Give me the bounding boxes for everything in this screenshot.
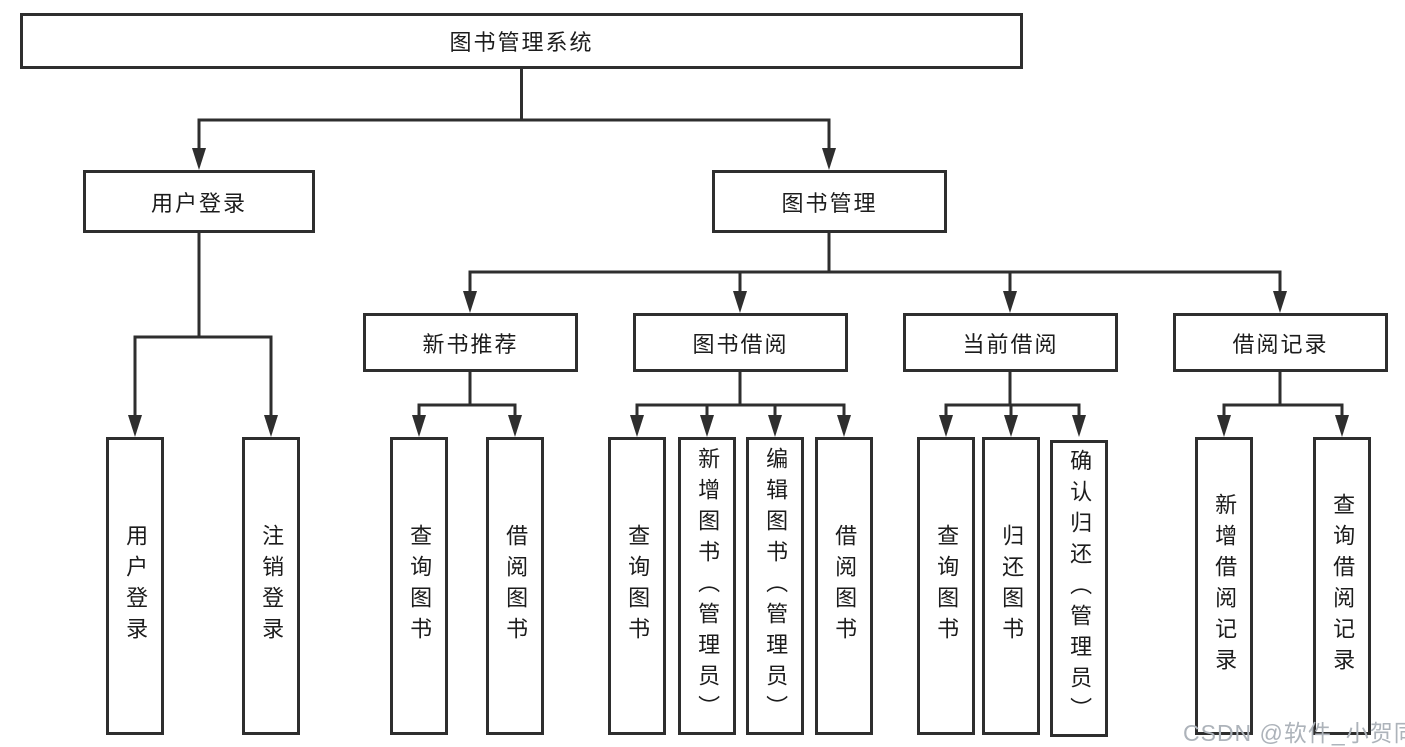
leaf-label: 编辑图书（管理员） <box>763 446 789 726</box>
arrow-down-icon <box>733 291 747 313</box>
node-book-borrow: 图书借阅 <box>633 313 848 372</box>
leaf-logout: 注销登录 <box>242 437 300 735</box>
node-book-management: 图书管理 <box>712 170 947 233</box>
arrow-down-icon <box>1335 415 1349 437</box>
leaf-borrow-borrow-books: 借阅图书 <box>815 437 873 735</box>
node-book-borrow-label: 图书借阅 <box>692 331 789 357</box>
arrow-down-icon <box>412 415 426 437</box>
leaf-borrow-query-books: 查询图书 <box>608 437 666 735</box>
leaf-label: 借阅图书 <box>503 524 529 648</box>
arrow-down-icon <box>1072 415 1086 437</box>
arrow-down-icon <box>700 415 714 437</box>
node-current-borrow-label: 当前借阅 <box>962 331 1059 357</box>
arrow-down-icon <box>1217 415 1231 437</box>
arrow-down-icon <box>837 415 851 437</box>
node-new-book-recommend: 新书推荐 <box>363 313 578 372</box>
arrowheads <box>128 148 1349 437</box>
leaf-records-add-record: 新增借阅记录 <box>1195 437 1253 735</box>
leaf-current-return-books: 归还图书 <box>982 437 1040 735</box>
watermark: CSDN @软件_小贺同学 <box>1183 720 1405 746</box>
arrow-down-icon <box>1003 291 1017 313</box>
node-new-book-recommend-label: 新书推荐 <box>422 331 519 357</box>
node-root-label: 图书管理系统 <box>449 30 594 55</box>
leaf-user-login: 用户登录 <box>106 437 164 735</box>
arrow-down-icon <box>463 291 477 313</box>
arrow-down-icon <box>264 415 278 437</box>
arrow-down-icon <box>822 148 836 170</box>
leaf-label: 新增借阅记录 <box>1212 493 1238 679</box>
leaf-label: 借阅图书 <box>832 524 858 648</box>
arrow-down-icon <box>128 415 142 437</box>
arrow-down-icon <box>192 148 206 170</box>
leaf-borrow-edit-books-admin: 编辑图书（管理员） <box>746 437 804 735</box>
leaf-label: 注销登录 <box>259 524 285 648</box>
leaf-label: 查询图书 <box>625 524 651 648</box>
arrow-down-icon <box>508 415 522 437</box>
node-borrow-records: 借阅记录 <box>1173 313 1388 372</box>
arrow-down-icon <box>1004 415 1018 437</box>
node-user-login: 用户登录 <box>83 170 315 233</box>
leaf-label: 确认归还（管理员） <box>1067 449 1093 728</box>
node-root: 图书管理系统 <box>20 13 1023 69</box>
leaf-borrow-add-books-admin: 新增图书（管理员） <box>678 437 736 735</box>
arrow-down-icon <box>768 415 782 437</box>
leaf-label: 用户登录 <box>123 524 149 648</box>
leaf-current-query-books: 查询图书 <box>917 437 975 735</box>
leaf-label: 查询借阅记录 <box>1330 493 1356 679</box>
leaf-recommend-query-books: 查询图书 <box>390 437 448 735</box>
arrow-down-icon <box>939 415 953 437</box>
leaf-label: 查询图书 <box>407 524 433 648</box>
node-current-borrow: 当前借阅 <box>903 313 1118 372</box>
leaf-label: 查询图书 <box>934 524 960 648</box>
node-user-login-label: 用户登录 <box>150 190 247 216</box>
leaf-current-confirm-return-admin: 确认归还（管理员） <box>1050 440 1108 737</box>
node-borrow-records-label: 借阅记录 <box>1232 331 1329 357</box>
connector-lines <box>133 68 1344 418</box>
leaf-records-query-record: 查询借阅记录 <box>1313 437 1371 735</box>
leaf-recommend-borrow-books: 借阅图书 <box>486 437 544 735</box>
node-book-management-label: 图书管理 <box>781 190 878 216</box>
leaf-label: 新增图书（管理员） <box>695 446 721 726</box>
arrow-down-icon <box>630 415 644 437</box>
leaf-label: 归还图书 <box>999 524 1025 648</box>
arrow-down-icon <box>1273 291 1287 313</box>
